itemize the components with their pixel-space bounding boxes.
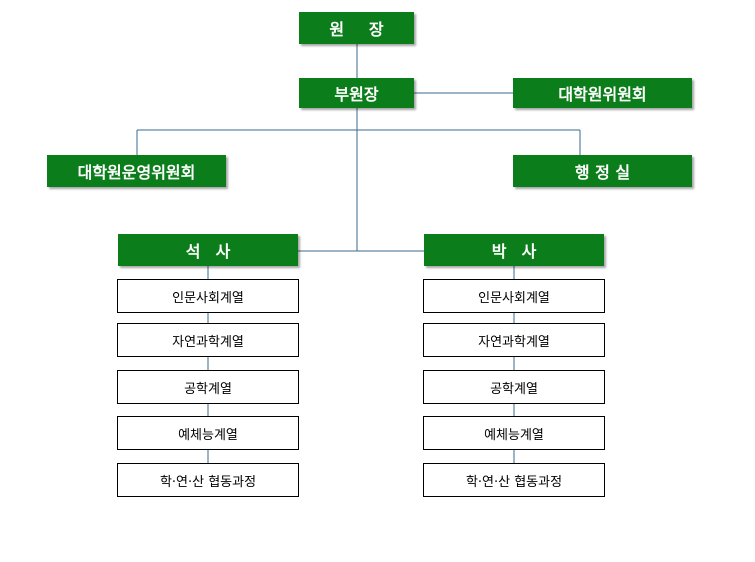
masters-field-arts-sports: 예체능계열 bbox=[117, 416, 299, 450]
masters-field-engineering: 공학계열 bbox=[117, 370, 299, 404]
vice-director-box: 부원장 bbox=[299, 78, 414, 108]
doctoral-box: 박 사 bbox=[424, 234, 604, 266]
masters-field-cooperative: 학·연·산 협동과정 bbox=[117, 463, 299, 497]
director-box: 원 장 bbox=[299, 12, 414, 44]
graduate-committee-box: 대학원위원회 bbox=[513, 78, 692, 108]
doctoral-field-cooperative: 학·연·산 협동과정 bbox=[423, 463, 605, 497]
doctoral-field-natural-science: 자연과학계열 bbox=[423, 323, 605, 357]
doctoral-field-arts-sports: 예체능계열 bbox=[423, 416, 605, 450]
masters-field-natural-science: 자연과학계열 bbox=[117, 323, 299, 357]
masters-box: 석 사 bbox=[118, 234, 298, 266]
doctoral-field-engineering: 공학계열 bbox=[423, 370, 605, 404]
admin-office-box: 행 정 실 bbox=[513, 155, 692, 187]
doctoral-field-humanities: 인문사회계열 bbox=[423, 279, 605, 313]
operating-committee-box: 대학원운영위원회 bbox=[47, 155, 226, 187]
masters-field-humanities: 인문사회계열 bbox=[117, 279, 299, 313]
